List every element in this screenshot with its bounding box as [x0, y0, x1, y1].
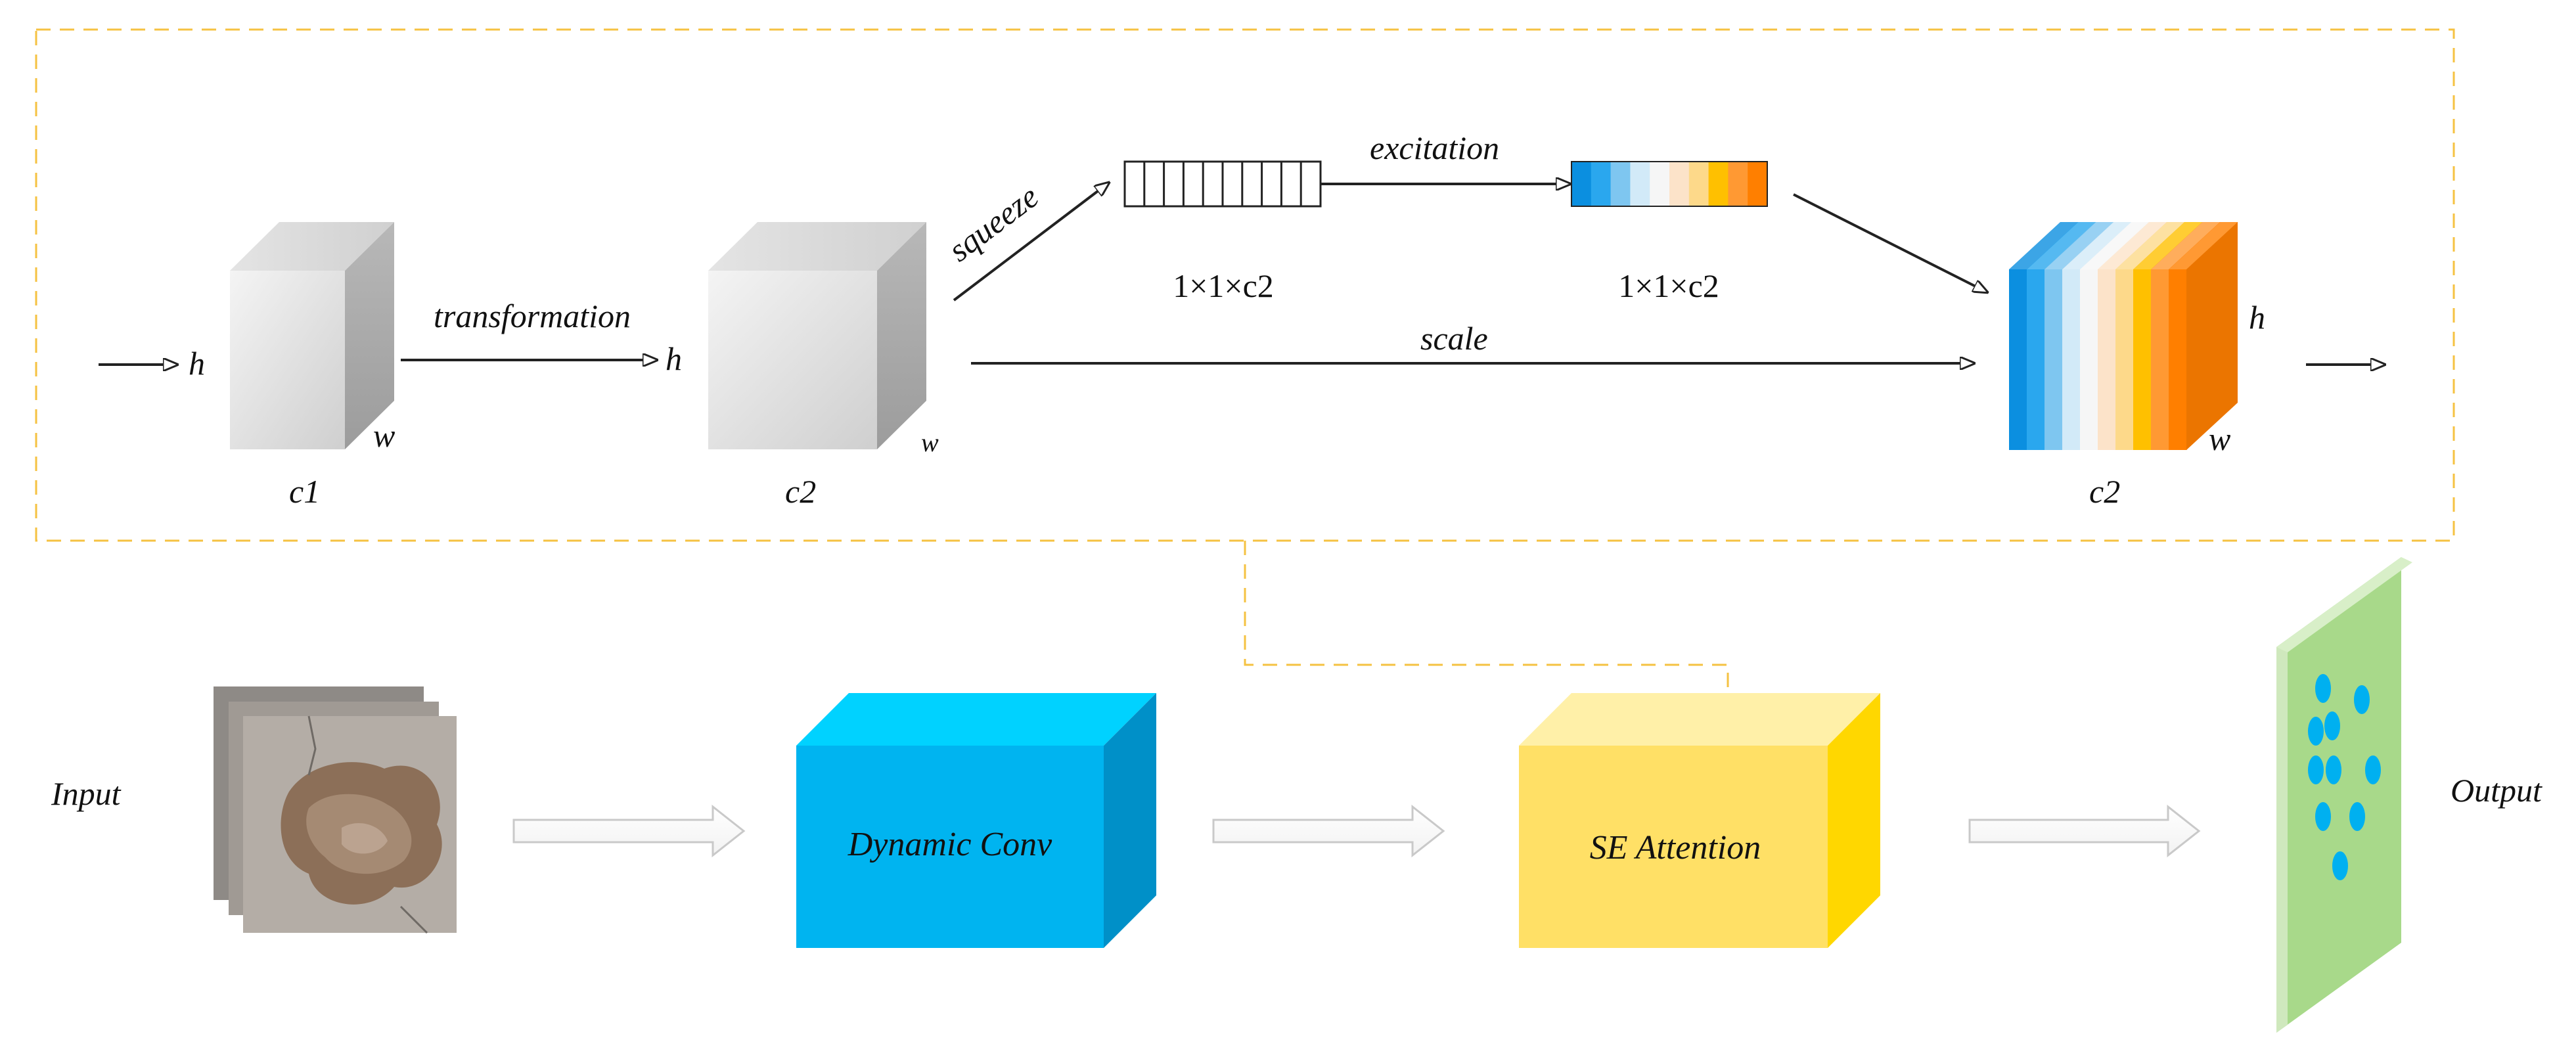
- detection-dot: [2332, 851, 2348, 880]
- se-attention-block: [1519, 693, 1880, 948]
- output-plane: [2276, 557, 2412, 1033]
- output-detections: [2308, 674, 2381, 880]
- mid-cube-h-label: h: [666, 340, 682, 377]
- transformation-label: transformation: [434, 298, 631, 334]
- flow-arrow-3: [1968, 804, 2201, 858]
- excitation-vector-dim: 1×1×c2: [1618, 267, 1719, 304]
- input-feature-cube: [230, 222, 394, 449]
- flow-arrow-1: [512, 804, 746, 858]
- excitation-to-output-arrow: [1793, 193, 1987, 292]
- scaled-output-cube: [2009, 222, 2238, 450]
- detection-dot: [2324, 711, 2340, 740]
- detection-dot: [2365, 755, 2381, 784]
- output-cube-h-label: h: [2249, 299, 2265, 336]
- mid-cube-c-label: c2: [785, 473, 816, 510]
- squeeze-vector: [1123, 160, 1322, 208]
- input-image-stack: [214, 686, 457, 934]
- dynamic-conv-block: [796, 693, 1156, 948]
- squeeze-vector-dim: 1×1×c2: [1173, 267, 1274, 304]
- se-block-connector: [1244, 541, 1729, 698]
- mid-cube-w-label: w: [921, 428, 939, 457]
- detection-dot: [2315, 674, 2331, 703]
- input-label: Input: [51, 775, 122, 812]
- scale-label: scale: [1420, 320, 1488, 357]
- output-label: Output: [2451, 772, 2542, 809]
- se-block-border: [35, 28, 2455, 542]
- flow-arrow-2: [1212, 804, 1445, 858]
- output-cube-w-label: w: [2209, 420, 2230, 457]
- excitation-vector: [1571, 161, 1768, 207]
- se-attention-label: SE Attention: [1590, 829, 1761, 866]
- detection-dot: [2326, 755, 2341, 784]
- input-cube-h-label: h: [189, 345, 205, 382]
- input-cube-w-label: w: [373, 417, 395, 454]
- excitation-label: excitation: [1370, 129, 1499, 166]
- squeeze-arrow: [953, 183, 1109, 302]
- detection-dot: [2349, 802, 2365, 831]
- detection-dot: [2315, 802, 2331, 831]
- dynamic-conv-label: Dynamic Conv: [847, 826, 1052, 863]
- squeeze-label: squeeze: [941, 177, 1045, 268]
- mid-feature-cube: [708, 222, 926, 449]
- detection-dot: [2354, 685, 2370, 714]
- input-cube-c-label: c1: [289, 473, 320, 510]
- output-cube-c-label: c2: [2089, 473, 2120, 510]
- detection-dot: [2308, 755, 2324, 784]
- detection-dot: [2308, 717, 2324, 746]
